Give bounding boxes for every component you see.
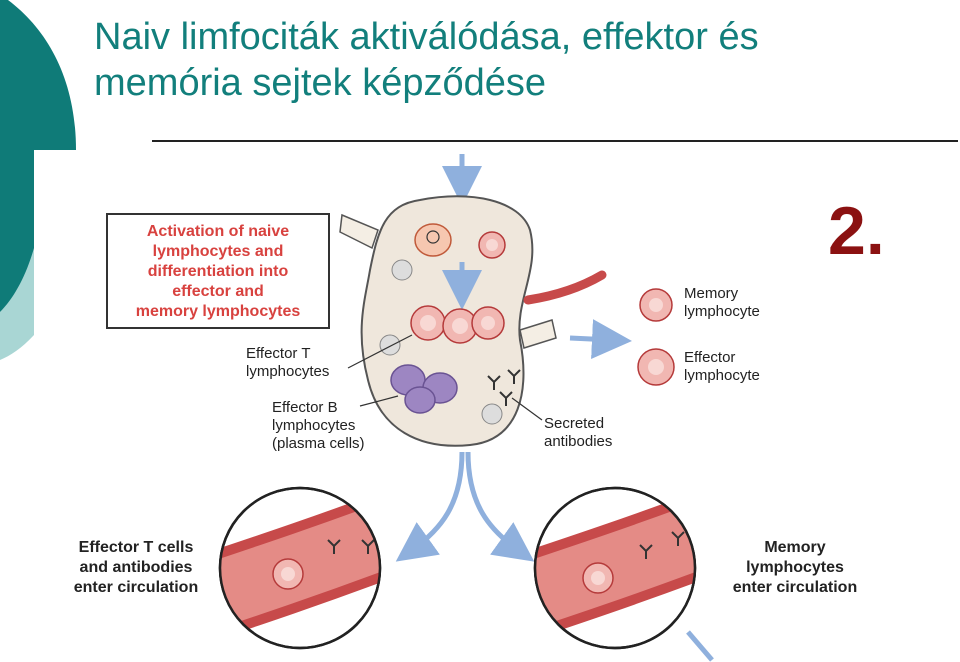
- split-arrow-left: [395, 451, 465, 562]
- box-line: Activation of naive: [147, 223, 289, 240]
- outgoing-arrow: [569, 319, 632, 360]
- efferent-lymphatic-vessel: [519, 319, 557, 349]
- effector-t-label: Effector T: [246, 345, 310, 362]
- effector-b-label: (plasma cells): [272, 435, 365, 452]
- effector-b-label: lymphocytes: [272, 417, 355, 434]
- memory-lymphocyte-cell: [639, 288, 673, 322]
- effector-lymphocyte-cell: [637, 348, 675, 386]
- right-caption-line: Memory: [764, 539, 825, 556]
- right-caption-line: lymphocytes: [746, 559, 844, 576]
- plasma-cell-cluster: [390, 364, 458, 414]
- box-line: differentiation into: [148, 263, 289, 280]
- exit-arrow: [686, 630, 714, 662]
- decorative-teal-shape: [0, 0, 76, 360]
- left-circulation-inset: [218, 486, 382, 650]
- split-arrow-right: [465, 451, 535, 562]
- left-caption-line: Effector T cells: [79, 539, 194, 556]
- effector-lymphocyte-label: Effector: [684, 349, 735, 366]
- description-box-text: Activation of naive lymphocytes and diff…: [136, 223, 301, 320]
- right-caption-line: enter circulation: [733, 579, 857, 596]
- slide-title: Naiv limfociták aktiválódása, effektor é…: [94, 14, 934, 106]
- box-line: lymphocytes and: [153, 243, 284, 260]
- naive-lymphocyte-nucleus: [486, 239, 498, 251]
- memory-lymphocyte-label: Memory: [684, 285, 739, 302]
- follicle: [379, 334, 401, 356]
- effector-lymphocyte-label: lymphocyte: [684, 367, 760, 384]
- title-underline: [152, 140, 958, 142]
- slide-number: 2.: [828, 193, 885, 269]
- effector-t-cell-cluster: [410, 305, 505, 344]
- secreted-antibodies-label: Secreted: [544, 415, 604, 432]
- antibody-icons: [487, 369, 521, 406]
- box-line: memory lymphocytes: [136, 303, 301, 320]
- memory-lymphocyte-label: lymphocyte: [684, 303, 760, 320]
- effector-b-leader-line: [359, 395, 399, 407]
- description-box: [106, 213, 330, 329]
- secreted-leader-line: [511, 397, 543, 421]
- title-line-1: Naiv limfociták aktiválódása, effektor é…: [94, 16, 759, 58]
- afferent-lymphatic-vessel: [339, 213, 379, 250]
- left-caption-line: enter circulation: [74, 579, 198, 596]
- box-line: effector and: [172, 283, 264, 300]
- secreted-antibodies-label: antibodies: [544, 433, 612, 450]
- effector-t-leader-line: [347, 334, 413, 369]
- follicle: [391, 259, 413, 281]
- antigen-presenting-cell: [414, 223, 452, 257]
- follicle: [481, 403, 503, 425]
- effector-b-label: Effector B: [272, 399, 338, 416]
- blood-vessel: [523, 270, 607, 305]
- right-circulation-inset: [533, 486, 697, 650]
- title-line-2: memória sejtek képződése: [94, 62, 546, 104]
- effector-t-label: lymphocytes: [246, 363, 329, 380]
- left-caption-line: and antibodies: [80, 559, 193, 576]
- apc-nucleus-icon: [426, 230, 440, 244]
